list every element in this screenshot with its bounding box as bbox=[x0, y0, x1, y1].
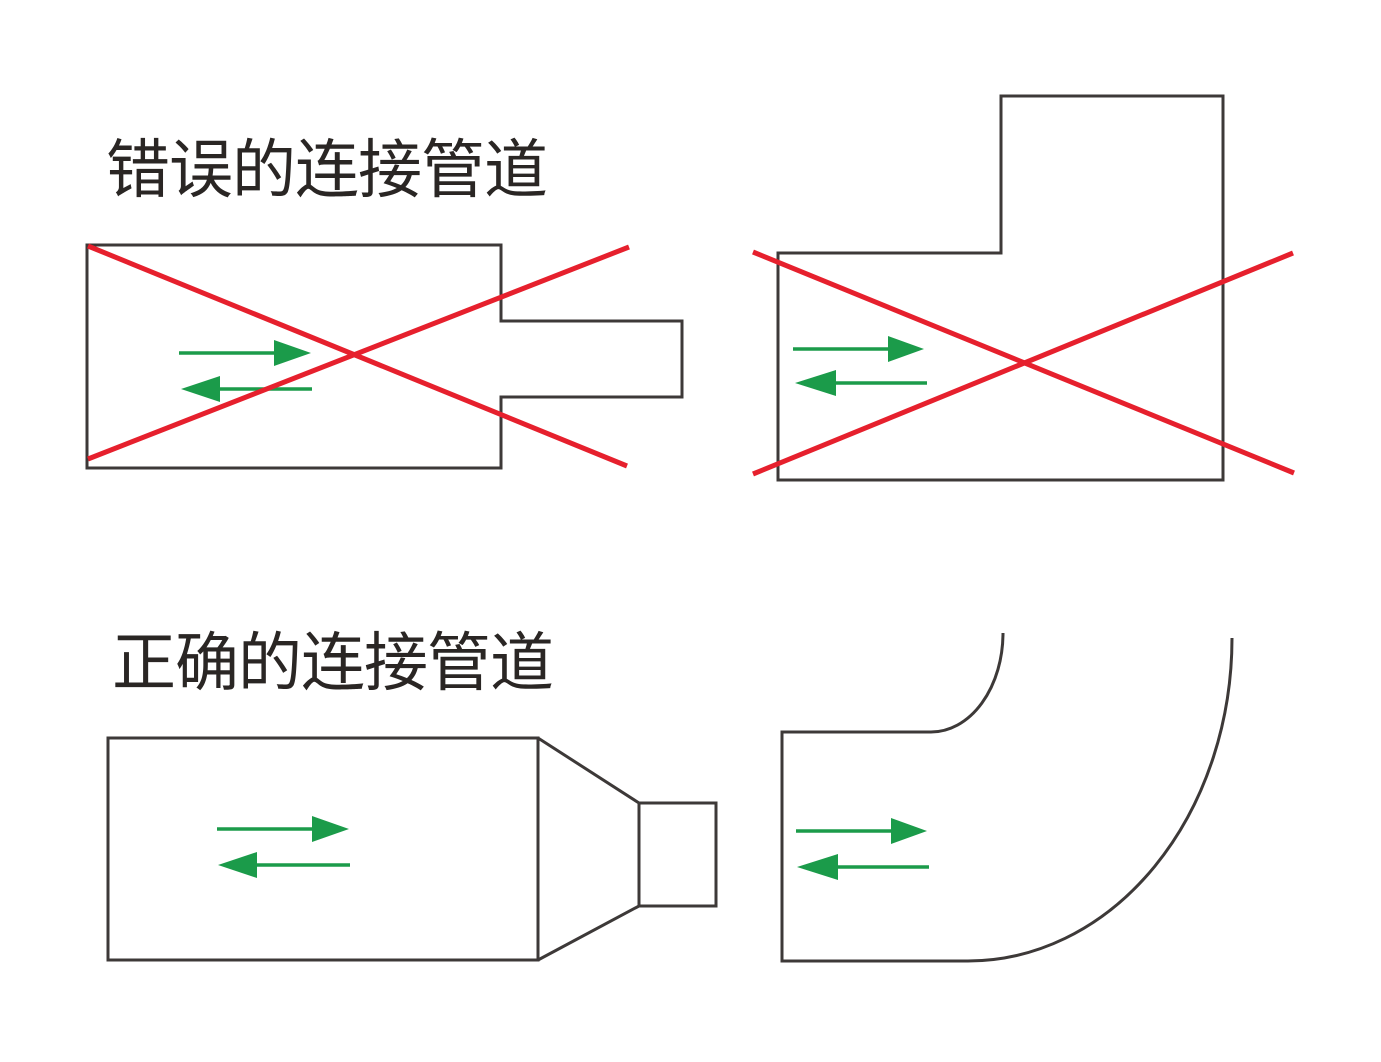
airflow-arrows bbox=[796, 818, 929, 880]
small-duct-shape bbox=[637, 801, 718, 908]
correct-curved-elbow-diagram bbox=[780, 632, 1234, 963]
flow-left-arrowhead-icon bbox=[218, 852, 257, 878]
wrong-abrupt-reducer-diagram bbox=[85, 243, 684, 470]
correct-tapered-reducer-diagram bbox=[106, 736, 718, 962]
flow-left-arrowhead-icon bbox=[181, 376, 220, 402]
flow-right-arrowhead-icon bbox=[891, 818, 927, 844]
correct-connection-title: 正确的连接管道 bbox=[112, 627, 554, 701]
duct-outline bbox=[85, 243, 684, 470]
duct-outline bbox=[776, 94, 1225, 482]
cross-line-ascending bbox=[87, 244, 630, 462]
airflow-arrows bbox=[793, 336, 927, 396]
wrong-connection-title: 错误的连接管道 bbox=[106, 134, 548, 208]
large-duct-shape bbox=[106, 736, 540, 962]
prohibition-cross-icon bbox=[87, 243, 630, 469]
wrong-right-angle-elbow-diagram bbox=[752, 94, 1295, 482]
flow-left-arrowhead-icon bbox=[797, 854, 838, 880]
airflow-arrows bbox=[217, 816, 350, 878]
abrupt-reducer-shape bbox=[85, 243, 684, 470]
taper-bottom-line bbox=[537, 904, 640, 962]
flow-left-arrowhead-icon bbox=[795, 370, 836, 396]
flow-right-arrowhead-icon bbox=[274, 340, 311, 366]
duct-outline bbox=[106, 736, 718, 962]
cross-line-ascending bbox=[752, 250, 1294, 477]
flow-right-arrowhead-icon bbox=[888, 336, 924, 362]
airflow-arrows bbox=[179, 340, 312, 402]
flow-right-arrowhead-icon bbox=[312, 816, 349, 842]
right-angle-elbow-shape bbox=[776, 94, 1225, 482]
prohibition-cross-icon bbox=[752, 249, 1295, 477]
taper-top-line bbox=[537, 736, 640, 805]
duct-outline bbox=[780, 632, 1234, 963]
curved-elbow-shape bbox=[780, 632, 1234, 963]
